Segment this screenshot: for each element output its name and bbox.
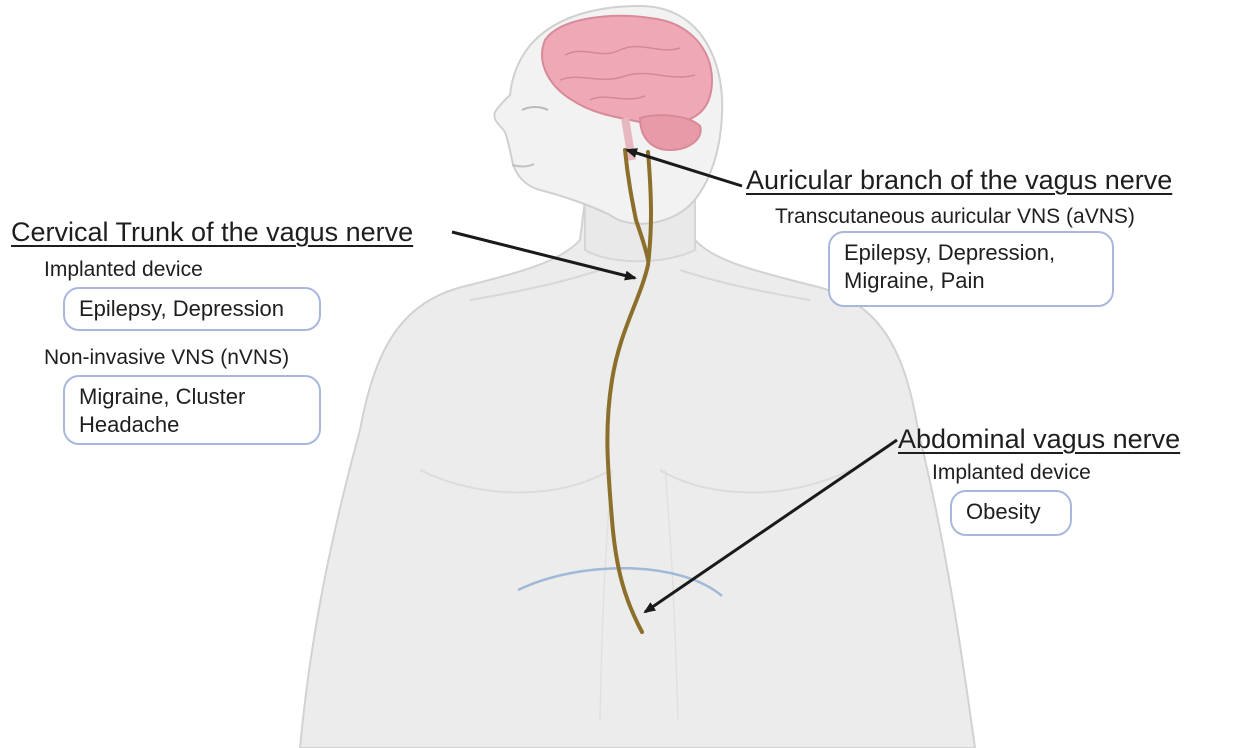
cervical-noninvasive-line-2: Headache xyxy=(79,411,305,439)
auricular-box-line-1: Epilepsy, Depression, xyxy=(844,239,1098,267)
auricular-sub-label: Transcutaneous auricular VNS (aVNS) xyxy=(775,205,1135,229)
cervical-implanted-line-1: Epilepsy, Depression xyxy=(79,295,305,323)
auricular-heading: Auricular branch of the vagus nerve xyxy=(746,165,1172,196)
abdominal-sub-label: Implanted device xyxy=(932,461,1091,485)
cervical-implanted-label: Implanted device xyxy=(44,258,203,282)
cervical-implanted-box: Epilepsy, Depression xyxy=(63,287,321,331)
abdominal-box: Obesity xyxy=(950,490,1072,536)
auricular-box: Epilepsy, Depression, Migraine, Pain xyxy=(828,231,1114,307)
abdominal-box-line-1: Obesity xyxy=(966,498,1056,526)
cervical-noninvasive-line-1: Migraine, Cluster xyxy=(79,383,305,411)
cervical-noninvasive-label: Non-invasive VNS (nVNS) xyxy=(44,346,289,370)
cervical-noninvasive-box: Migraine, Cluster Headache xyxy=(63,375,321,445)
auricular-box-line-2: Migraine, Pain xyxy=(844,267,1098,295)
abdominal-heading: Abdominal vagus nerve xyxy=(898,424,1180,455)
cervical-heading: Cervical Trunk of the vagus nerve xyxy=(11,217,413,248)
